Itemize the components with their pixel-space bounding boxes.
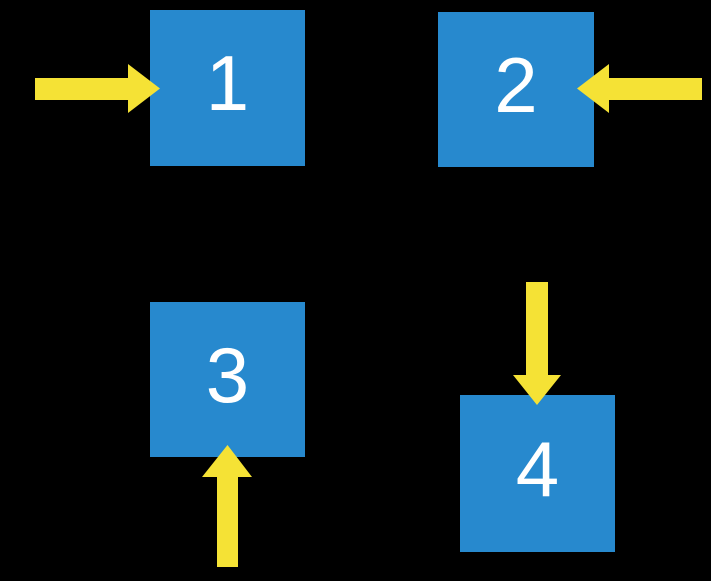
arrow-right-icon bbox=[35, 64, 160, 113]
arrow-left-icon bbox=[577, 64, 702, 113]
box-2-label: 2 bbox=[494, 40, 538, 129]
box-3-label: 3 bbox=[205, 330, 250, 419]
numbered-box-2: 2 bbox=[438, 12, 594, 167]
box-4-label: 4 bbox=[515, 424, 560, 513]
numbered-box-3: 3 bbox=[150, 302, 305, 457]
numbered-box-4: 4 bbox=[460, 395, 615, 552]
box-1-label: 1 bbox=[205, 39, 250, 127]
numbered-box-1: 1 bbox=[150, 10, 305, 166]
arrow-down-icon bbox=[513, 282, 561, 405]
arrow-up-icon bbox=[202, 445, 252, 567]
